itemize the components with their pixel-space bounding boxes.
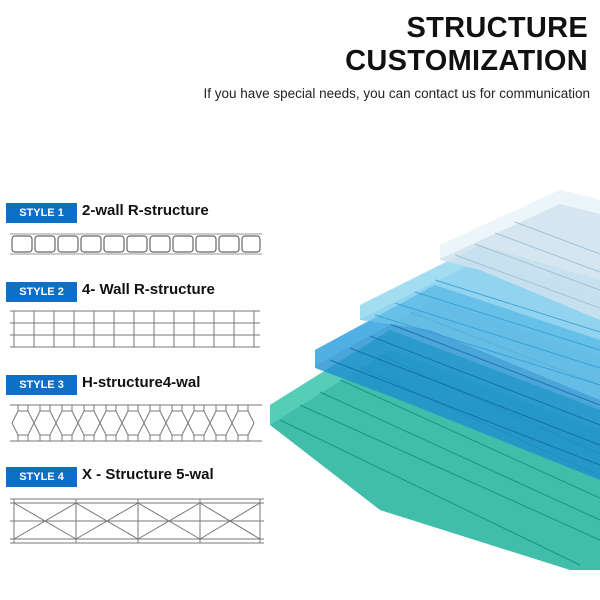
style-label: X - Structure 5-wal — [82, 466, 214, 483]
four-wall-r-profile — [10, 310, 260, 348]
style-label: H-structure4-wal — [82, 374, 201, 391]
title-line-1: STRUCTURE — [406, 12, 588, 44]
style-badge: STYLE 3 — [6, 375, 77, 395]
style-label: 4- Wall R-structure — [82, 281, 215, 298]
subtitle: If you have special needs, you can conta… — [203, 86, 590, 101]
page-title: STRUCTURE CUSTOMIZATION — [345, 12, 588, 78]
style-label: 2-wall R-structure — [82, 202, 209, 219]
style-badge: STYLE 1 — [6, 203, 77, 223]
style-badge: STYLE 2 — [6, 282, 77, 302]
two-wall-r-profile — [10, 233, 262, 255]
h-structure-profile — [10, 404, 262, 442]
x-structure-profile — [10, 498, 264, 544]
style-badge: STYLE 4 — [6, 467, 77, 487]
polycarbonate-sheets-illustration — [270, 190, 600, 570]
clear-sheet-icon — [440, 190, 600, 320]
title-line-2: CUSTOMIZATION — [345, 45, 588, 77]
